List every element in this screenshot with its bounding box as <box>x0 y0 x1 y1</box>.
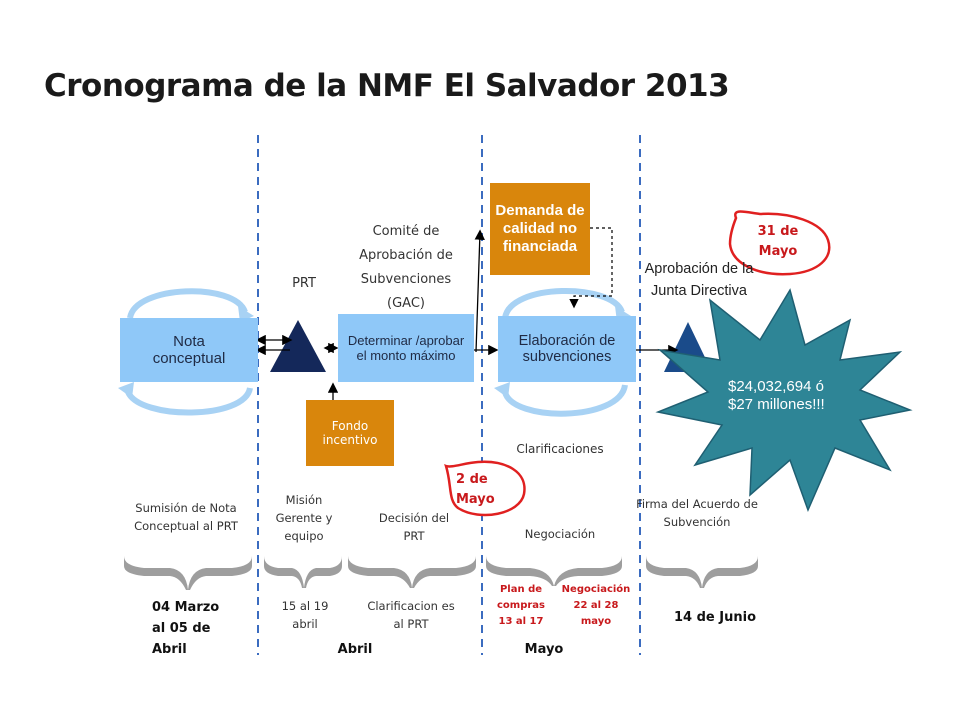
dashed-arrow <box>569 227 613 309</box>
prt-triangle <box>270 320 326 372</box>
plan-compras-label: Plan de compras 13 al 17 <box>496 584 545 627</box>
callout-shape <box>728 210 831 276</box>
comite-label: Comité de Aprobación de Subvenciones (GA… <box>359 224 453 312</box>
nota-conceptual-label: Nota conceptual <box>152 333 226 367</box>
star-amount-label: $24,032,694 ó $27 millones!!! <box>728 378 825 413</box>
determinar-label: Determinar /aprobar el monto máximo <box>347 333 465 363</box>
month-abril: Abril <box>337 642 373 657</box>
nota-conceptual-box[interactable]: Nota conceptual <box>120 318 258 382</box>
decision-label: Decisión del PRT <box>378 511 450 543</box>
sumision-label: Sumisión de Nota Conceptual al PRT <box>134 501 238 533</box>
negociacion-dates-label: Negociación 22 al 28 mayo <box>561 584 631 627</box>
cycle-arrows-elab <box>502 287 628 417</box>
mision-label: Misión Gerente y equipo <box>275 493 333 543</box>
demanda-box[interactable]: Demanda de calidad no financiada <box>490 183 590 275</box>
clarificaciones-label: Clarificaciones <box>516 442 604 456</box>
firma-label: Firma del Acuerdo de Subvención <box>636 497 758 529</box>
page-title: Cronograma de la NMF El Salvador 2013 <box>44 68 730 104</box>
prt-label: PRT <box>292 276 316 291</box>
callout-2-mayo: 2 de Mayo <box>456 472 495 508</box>
cycle-arrowhead <box>118 382 134 398</box>
starburst-shape <box>655 288 913 513</box>
negociacion-label: Negociación <box>524 527 596 541</box>
date-range-3: Clarificacion es al PRT <box>367 599 455 631</box>
date-range-1: 04 Marzo al 05 de Abril <box>152 600 220 657</box>
demanda-label: Demanda de calidad no financiada <box>495 202 585 255</box>
fondo-incentivo-label: Fondo incentivo <box>322 419 378 447</box>
cycle-arrowhead <box>494 382 510 398</box>
elaboracion-box[interactable]: Elaboración de subvenciones <box>498 316 636 382</box>
arrow <box>474 229 485 353</box>
callout-shape <box>444 460 526 517</box>
determinar-box[interactable]: Determinar /aprobar el monto máximo <box>338 314 474 382</box>
fondo-incentivo-box[interactable]: Fondo incentivo <box>306 400 394 466</box>
cycle-arrows-nota <box>125 288 253 416</box>
date-range-2: 15 al 19 abril <box>281 599 329 631</box>
brace <box>124 556 758 590</box>
callout-31-mayo: 31 de Mayo <box>757 224 799 260</box>
month-mayo: Mayo <box>524 642 564 657</box>
date-range-5: 14 de Junio <box>674 610 756 625</box>
elaboracion-label: Elaboración de subvenciones <box>518 333 616 365</box>
aprobacion-label: Aprobación de la Junta Directiva <box>644 261 754 300</box>
